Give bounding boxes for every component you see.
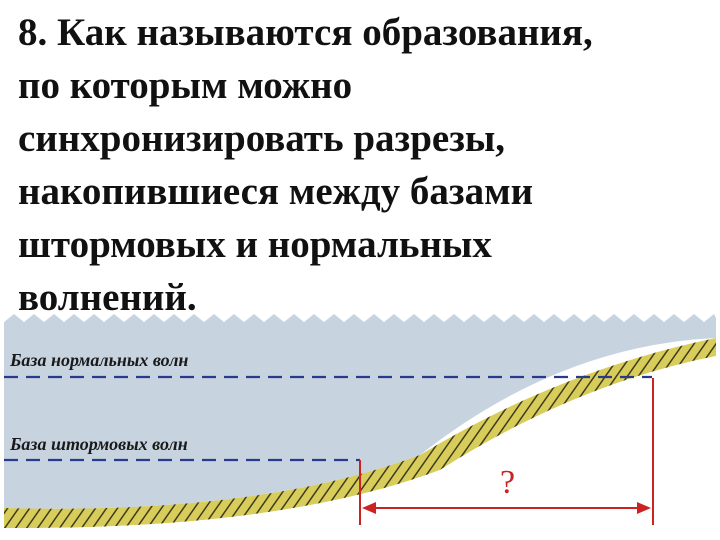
arrow-head-left — [362, 502, 376, 514]
wave-base-diagram: База нормальных волн База штормовых волн… — [4, 314, 716, 540]
normal-wave-base-label: База нормальных волн — [9, 350, 188, 370]
storm-wave-base-label: База штормовых волн — [9, 434, 188, 454]
arrow-head-right — [637, 502, 651, 514]
seabed-base — [4, 356, 716, 540]
question-text: 8. Как называются образования, по которы… — [18, 11, 593, 319]
unknown-marker: ? — [500, 464, 515, 501]
